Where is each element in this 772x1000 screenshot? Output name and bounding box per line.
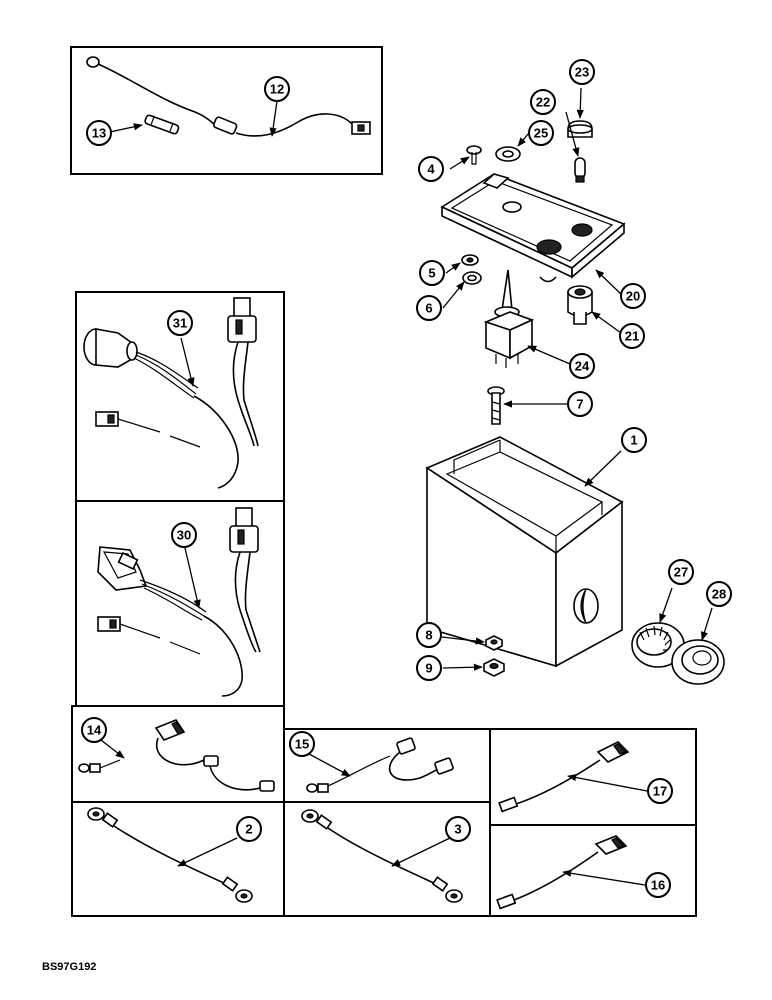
callout-24: 24: [569, 353, 595, 379]
box-washer: [483, 658, 505, 677]
leader-lines: [100, 87, 713, 886]
panel-grommet: [671, 639, 725, 685]
callout-3: 3: [445, 816, 471, 842]
callout-15-label: 15: [295, 737, 309, 752]
callout-12-label: 12: [270, 82, 284, 97]
bolt: [487, 386, 505, 425]
fuse-holder-wire: [86, 56, 371, 137]
callout-30-label: 30: [177, 528, 191, 543]
fuse-harness-panel-frame: [70, 46, 383, 175]
callout-6: 6: [416, 295, 442, 321]
callout-17-label: 17: [653, 784, 667, 799]
harness-30: [97, 507, 261, 697]
callout-28: 28: [706, 581, 732, 607]
callout-6-label: 6: [425, 301, 432, 316]
callout-9-label: 9: [425, 661, 432, 676]
callout-14: 14: [81, 717, 107, 743]
switch-box: [425, 436, 624, 668]
callout-2-label: 2: [245, 822, 252, 837]
callout-3-label: 3: [454, 822, 461, 837]
cover-plate: [440, 173, 626, 283]
lockwasher: [462, 271, 482, 285]
callout-23: 23: [569, 59, 595, 85]
callout-31: 31: [167, 310, 193, 336]
callout-16-label: 16: [651, 878, 665, 893]
harness-14-panel-frame: [71, 705, 285, 803]
callout-7: 7: [567, 391, 593, 417]
callout-1: 1: [621, 427, 647, 453]
light-socket: [567, 285, 593, 325]
callout-24-label: 24: [575, 359, 590, 374]
indicator-bulb: [574, 157, 586, 183]
callout-8: 8: [416, 622, 442, 648]
harness-17: [498, 741, 630, 813]
callout-21: 21: [619, 323, 645, 349]
callout-5: 5: [419, 260, 445, 286]
callout-20: 20: [620, 283, 646, 309]
callout-9: 9: [416, 655, 442, 681]
indicator-cap: [567, 120, 593, 138]
callout-17: 17: [647, 778, 673, 804]
callout-4-label: 4: [427, 162, 435, 177]
callout-23-label: 23: [575, 65, 589, 80]
callout-22: 22: [530, 89, 556, 115]
nut: [461, 254, 479, 266]
harness-17-panel-frame: [489, 728, 697, 826]
callout-4: 4: [418, 156, 444, 182]
callout-15: 15: [289, 731, 315, 757]
callout-5-label: 5: [428, 266, 435, 281]
harness-31: [83, 297, 259, 489]
callout-14-label: 14: [87, 723, 102, 738]
callout-13: 13: [86, 120, 112, 146]
harness-3: [301, 809, 463, 903]
callout-2: 2: [236, 816, 262, 842]
callout-25: 25: [528, 120, 554, 146]
callout-30: 30: [171, 522, 197, 548]
callout-22-label: 22: [536, 95, 550, 110]
callout-25-label: 25: [534, 126, 548, 141]
callout-7-label: 7: [576, 397, 583, 412]
grommet-plug: [631, 622, 685, 668]
box-nut: [485, 635, 503, 651]
callout-13-label: 13: [92, 126, 106, 141]
callout-27-label: 27: [674, 565, 688, 580]
toggle-switch: [483, 269, 535, 368]
callout-16: 16: [645, 872, 671, 898]
drawing-code: BS97G192: [42, 961, 96, 973]
harness-2: [87, 807, 253, 903]
callout-12: 12: [264, 76, 290, 102]
callout-27: 27: [668, 559, 694, 585]
callout-31-label: 31: [173, 316, 187, 331]
fuse: [144, 114, 180, 135]
callout-8-label: 8: [425, 628, 432, 643]
harness-14: [78, 719, 275, 792]
callout-28-label: 28: [712, 587, 726, 602]
callout-20-label: 20: [626, 289, 640, 304]
callout-1-label: 1: [630, 433, 637, 448]
callout-21-label: 21: [625, 329, 639, 344]
harness-16-panel-frame: [489, 824, 697, 917]
harness-15: [306, 737, 454, 793]
harness-16: [496, 835, 628, 910]
screw: [466, 145, 482, 165]
grommet: [495, 146, 521, 162]
